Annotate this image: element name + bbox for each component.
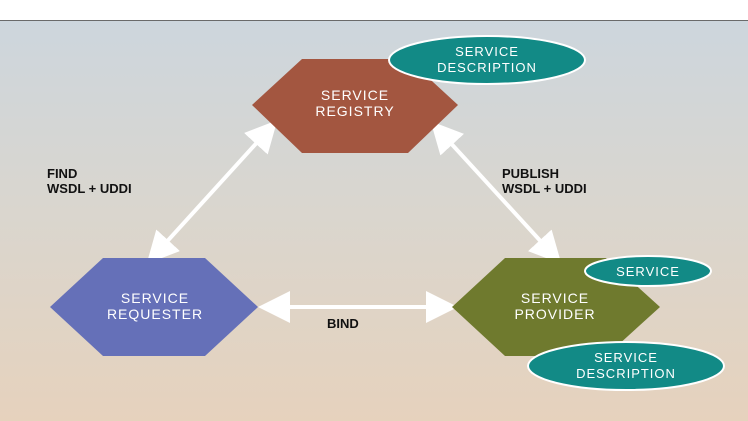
service-registry-node: SERVICE REGISTRY <box>252 59 458 153</box>
provider-description-line2: DESCRIPTION <box>576 366 676 381</box>
service-registry-label-line2: REGISTRY <box>315 103 394 119</box>
service-requester-label-line2: REQUESTER <box>107 306 203 322</box>
bind-label: BIND <box>327 316 359 331</box>
registry-description-ellipse <box>388 35 586 85</box>
service-provider-label-line2: PROVIDER <box>514 306 595 322</box>
provider-service-ellipse <box>584 255 712 287</box>
provider-service-label: SERVICE <box>616 264 680 279</box>
publish-label-line2: WSDL + UDDI <box>502 181 587 196</box>
provider-description-ellipse <box>527 341 725 391</box>
service-registry-label-line1: SERVICE <box>321 87 389 103</box>
provider-description-line1: SERVICE <box>594 350 658 365</box>
registry-description-line2: DESCRIPTION <box>437 60 537 75</box>
service-registry-hexagon <box>252 59 458 153</box>
find-label-line2: WSDL + UDDI <box>47 181 132 196</box>
registry-description-bubble: SERVICE DESCRIPTION <box>388 35 586 85</box>
publish-label-line1: PUBLISH <box>502 166 559 181</box>
top-bar <box>0 0 748 21</box>
service-requester-hexagon <box>50 258 258 356</box>
find-arrow <box>146 120 278 264</box>
provider-service-bubble: SERVICE <box>584 255 712 287</box>
provider-description-bubble: SERVICE DESCRIPTION <box>527 341 725 391</box>
publish-arrow <box>430 121 562 264</box>
registry-description-line1: SERVICE <box>455 44 519 59</box>
find-label-line1: FIND <box>47 166 77 181</box>
service-requester-node: SERVICE REQUESTER <box>50 258 258 356</box>
service-provider-label-line1: SERVICE <box>521 290 589 306</box>
service-requester-label-line1: SERVICE <box>121 290 189 306</box>
